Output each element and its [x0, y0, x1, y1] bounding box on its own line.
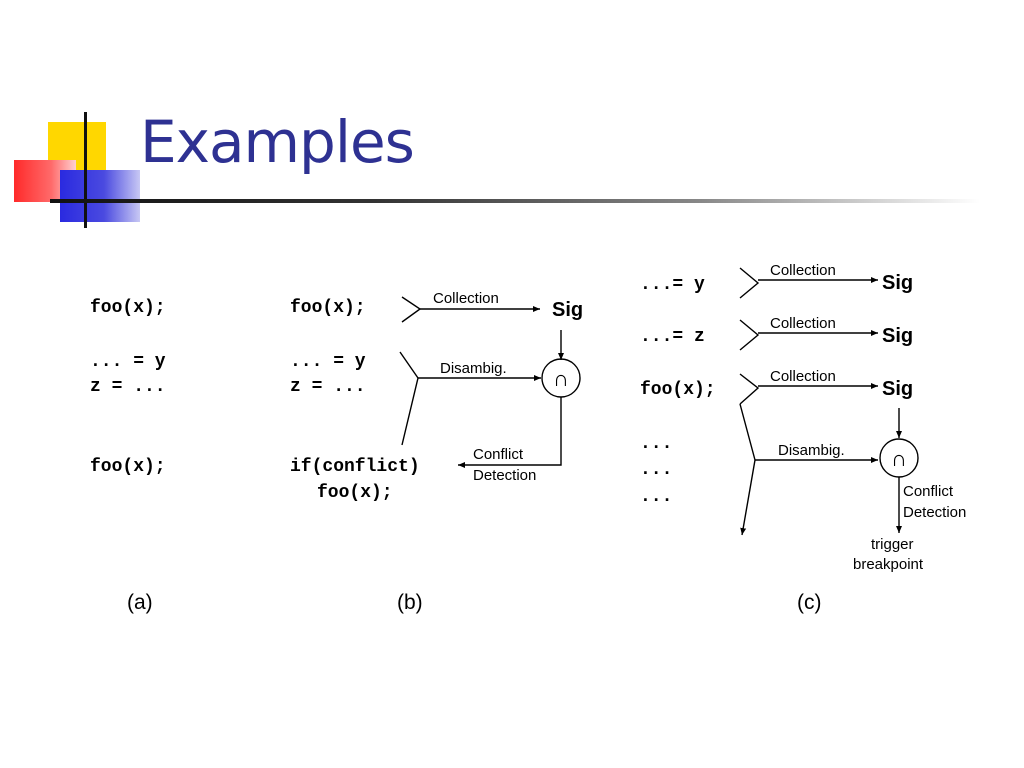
- logo-vertical-bar: [84, 112, 87, 228]
- c-bracket-disambig: [739, 403, 756, 536]
- slide-title: Examples: [140, 108, 415, 176]
- c-bracket-y: [739, 267, 760, 299]
- code-b-write-z: z = ...: [290, 377, 366, 397]
- b-label-sig: Sig: [552, 299, 583, 321]
- code-b-if-conflict: if(conflict): [290, 457, 420, 477]
- code-c-dots-3: ...: [640, 487, 672, 507]
- c-label-collection-2: Collection: [770, 315, 836, 332]
- b-label-disambig: Disambig.: [440, 360, 507, 377]
- code-a-foo-1: foo(x);: [90, 298, 166, 318]
- c-label-trigger: trigger: [871, 536, 914, 553]
- c-label-sig-3: Sig: [882, 378, 913, 400]
- caption-a: (a): [127, 591, 153, 614]
- b-label-detection: Detection: [473, 467, 536, 484]
- code-a-write-z: z = ...: [90, 377, 166, 397]
- code-a-foo-2: foo(x);: [90, 457, 166, 477]
- code-b-read-y: ... = y: [290, 352, 366, 372]
- caption-c: (c): [797, 591, 822, 614]
- b-bracket-disambig: [399, 351, 419, 446]
- code-b-foo-1: foo(x);: [290, 298, 366, 318]
- c-intersect-symbol: ∩: [891, 446, 907, 471]
- c-label-detection: Detection: [903, 504, 966, 521]
- c-bracket-z: [739, 319, 760, 351]
- code-c-read-z: ...= z: [640, 327, 705, 347]
- code-a-read-y: ... = y: [90, 352, 166, 372]
- code-b-foo-2: foo(x);: [317, 483, 393, 503]
- b-label-collection: Collection: [433, 290, 499, 307]
- title-underline: [50, 199, 980, 203]
- b-bracket-collection: [401, 296, 422, 323]
- c-label-sig-1: Sig: [882, 272, 913, 294]
- b-label-conflict: Conflict: [473, 446, 524, 463]
- c-label-conflict: Conflict: [903, 483, 954, 500]
- code-c-dots-2: ...: [640, 460, 672, 480]
- c-label-sig-2: Sig: [882, 325, 913, 347]
- c-label-breakpoint: breakpoint: [853, 556, 924, 573]
- code-c-read-y: ...= y: [640, 275, 705, 295]
- b-conflict-arrow: [458, 397, 562, 468]
- c-bracket-foo: [739, 373, 760, 405]
- c-label-collection-3: Collection: [770, 368, 836, 385]
- caption-b: (b): [397, 591, 423, 614]
- c-label-disambig: Disambig.: [778, 442, 845, 459]
- logo-blue-square: [60, 170, 140, 222]
- code-c-dots-1: ...: [640, 434, 672, 454]
- code-c-foo: foo(x);: [640, 380, 716, 400]
- b-intersect-symbol: ∩: [553, 366, 569, 391]
- c-label-collection-1: Collection: [770, 262, 836, 279]
